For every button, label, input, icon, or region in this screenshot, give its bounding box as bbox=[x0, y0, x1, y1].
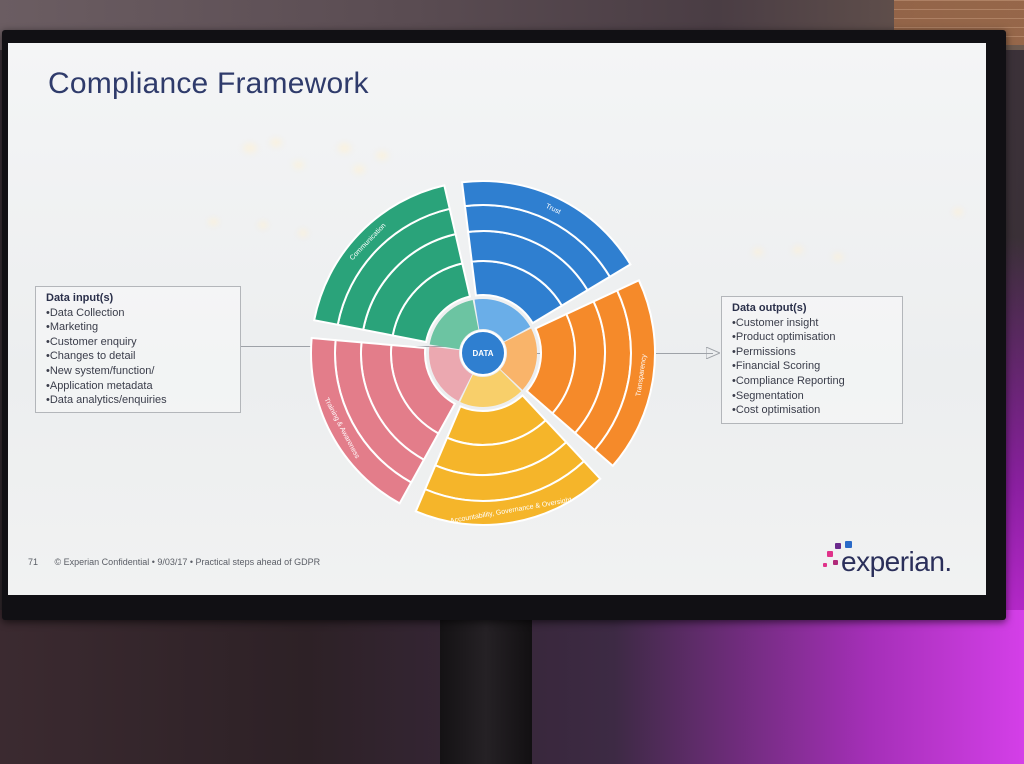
slide-screen: Compliance Framework Data input(s) •Data… bbox=[8, 43, 986, 595]
light-reflection bbox=[293, 161, 304, 169]
logo-dot bbox=[827, 551, 833, 557]
wheel-center-label: DATA bbox=[472, 349, 493, 358]
data-input-box: Data input(s) •Data Collection •Marketin… bbox=[35, 286, 241, 413]
wheel-ring-band bbox=[460, 180, 632, 279]
light-reflection bbox=[243, 143, 257, 153]
data-output-item: •Cost optimisation bbox=[732, 404, 821, 417]
wheel-ring-band bbox=[312, 184, 451, 326]
light-reflection bbox=[953, 208, 963, 216]
light-reflection bbox=[298, 229, 308, 237]
data-input-item: •Changes to detail bbox=[46, 350, 136, 363]
data-output-item: •Customer insight bbox=[732, 316, 819, 329]
data-input-item: •Application metadata bbox=[46, 379, 153, 392]
light-reflection bbox=[793, 246, 803, 254]
wheel-segment-transparency: Transparency bbox=[500, 278, 656, 468]
light-reflection bbox=[338, 143, 351, 153]
light-reflection bbox=[270, 138, 282, 147]
wheel-segment-training: Training & Awareness bbox=[310, 336, 473, 505]
wheel-inner-ring bbox=[474, 299, 531, 342]
wheel-inner-ring bbox=[429, 299, 479, 350]
output-arrow-head bbox=[706, 347, 720, 359]
slide-footer: 71 © Experian Confidential • 9/03/17 • P… bbox=[28, 557, 320, 567]
light-reflection bbox=[753, 248, 763, 256]
data-input-item: •Customer enquiry bbox=[46, 335, 137, 348]
wheel-center bbox=[460, 330, 506, 376]
wheel-segment-trust: Trust bbox=[460, 180, 632, 342]
data-output-box: Data output(s) •Customer insight •Produc… bbox=[721, 296, 903, 424]
data-output-item: •Segmentation bbox=[732, 389, 804, 402]
experian-logo bbox=[823, 541, 973, 591]
data-output-item: •Permissions bbox=[732, 345, 796, 358]
tv-stand bbox=[440, 610, 532, 764]
wheel-inner-ring bbox=[460, 369, 522, 408]
logo-dot bbox=[845, 541, 852, 548]
wheel-segment-communication: Communication bbox=[312, 184, 479, 350]
logo-dot bbox=[823, 563, 827, 567]
footer-text: © Experian Confidential • 9/03/17 • Prac… bbox=[54, 557, 321, 567]
data-input-item: •New system/function/ bbox=[46, 364, 155, 377]
data-output-item: •Financial Scoring bbox=[732, 360, 821, 373]
wheel-inner-ring bbox=[429, 346, 473, 402]
data-input-heading: Data input(s) bbox=[46, 292, 114, 304]
light-reflection bbox=[833, 253, 843, 261]
data-input-item: •Data analytics/enquiries bbox=[46, 394, 167, 407]
data-input-item: •Marketing bbox=[46, 321, 99, 334]
data-output-item: •Product optimisation bbox=[732, 331, 836, 344]
page-number: 71 bbox=[28, 557, 39, 567]
data-output-item: •Compliance Reporting bbox=[732, 374, 845, 387]
light-reflection bbox=[208, 218, 219, 226]
logo-wordmark: experian. bbox=[841, 546, 952, 577]
wheel-ring-band bbox=[593, 278, 656, 468]
light-reflection bbox=[353, 165, 365, 174]
wheel-segment-accountability: Accountability, Governance & Oversight bbox=[414, 369, 602, 526]
logo-dot bbox=[835, 543, 841, 549]
wheel-ring-band bbox=[310, 336, 413, 505]
light-reflection bbox=[258, 221, 268, 229]
light-reflection bbox=[376, 151, 388, 160]
data-input-item: •Data Collection bbox=[46, 306, 125, 319]
wheel-inner-ring bbox=[500, 328, 537, 390]
slide-title: Compliance Framework bbox=[48, 67, 369, 100]
wheel-ring-band bbox=[414, 459, 602, 526]
data-output-heading: Data output(s) bbox=[732, 302, 807, 314]
logo-dot bbox=[833, 560, 838, 565]
